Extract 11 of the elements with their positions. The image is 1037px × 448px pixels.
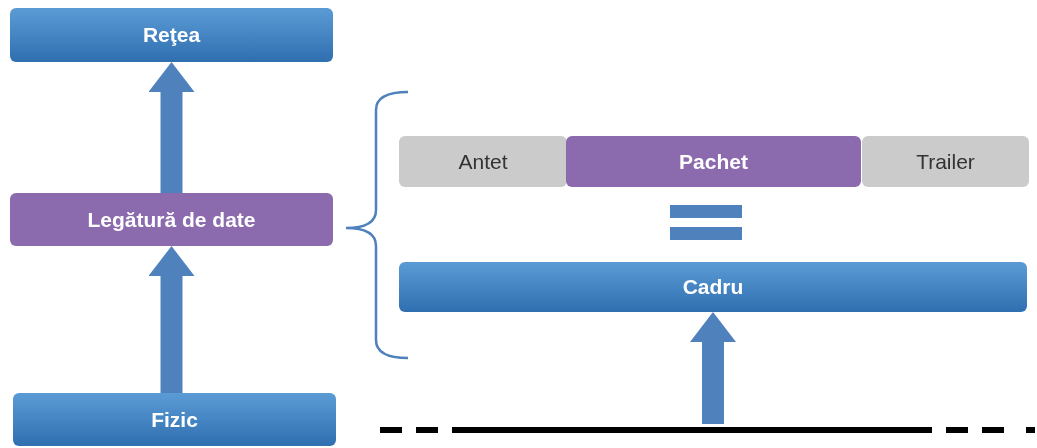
- signal-line: [380, 424, 1035, 436]
- frame-segment: Antet: [399, 136, 567, 187]
- arrow: [148, 246, 195, 393]
- arrow: [690, 312, 736, 424]
- frame-segment: Pachet: [566, 136, 861, 187]
- layer-box: Fizic: [13, 393, 336, 446]
- frame-segment: Trailer: [862, 136, 1029, 187]
- frame-bar: Cadru: [399, 262, 1027, 312]
- layer-box: Legătură de date: [10, 193, 333, 246]
- arrow: [148, 62, 195, 193]
- layer-box: Reţea: [10, 8, 333, 62]
